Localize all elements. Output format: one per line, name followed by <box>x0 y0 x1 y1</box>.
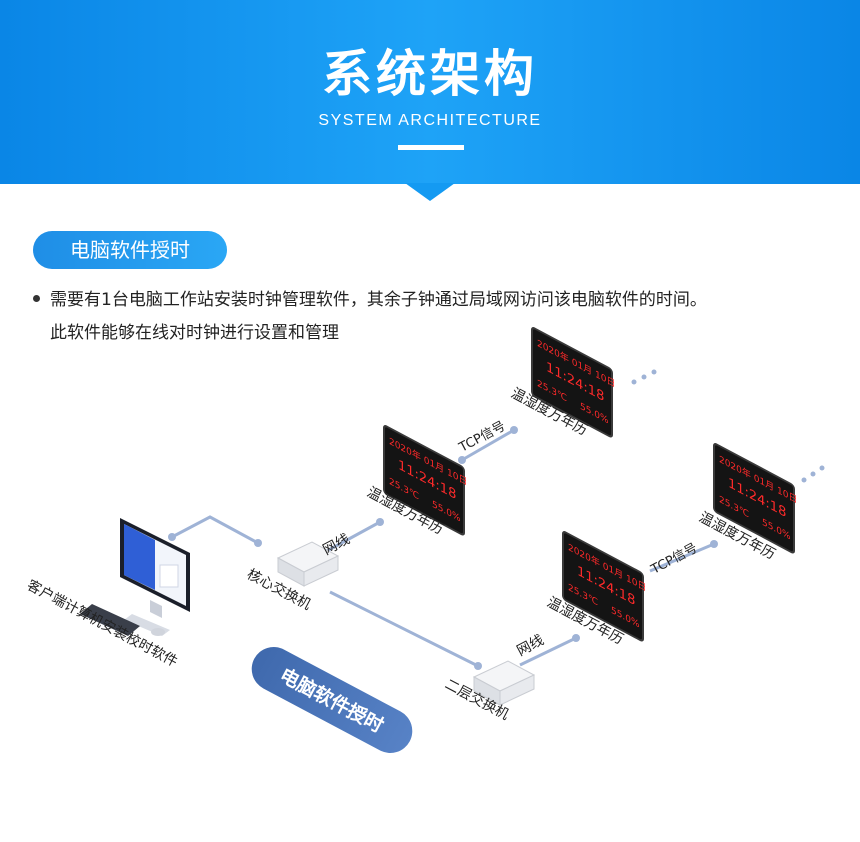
net-label-1: 网线 <box>320 531 352 558</box>
mouse-icon <box>151 628 165 636</box>
keyboard-icon <box>80 604 140 636</box>
title-underline <box>398 145 464 150</box>
connector-dot <box>710 540 718 548</box>
led-clock-4: 2020年 01月 10日 11:24:18 25.3℃ 55.0% <box>713 443 797 554</box>
switch2-to-clock3-line <box>519 636 577 667</box>
description-line-1: 需要有1台电脑工作站安装时钟管理软件，其余子钟通过局域网访问该电脑软件的时间。 <box>50 290 707 310</box>
section-description: 需要有1台电脑工作站安装时钟管理软件，其余子钟通过局域网访问该电脑软件的时间。 … <box>50 284 850 350</box>
bullet-dot <box>33 295 40 302</box>
connector-dot <box>510 426 518 434</box>
connector-dot <box>168 533 176 541</box>
connection-dots <box>168 426 718 670</box>
core-switch <box>276 541 340 587</box>
connector-dot <box>572 634 580 642</box>
client-computer <box>80 518 190 636</box>
clock3-to-clock4-line <box>649 542 715 573</box>
connector-dot <box>376 518 384 526</box>
page-title: 系统架构 <box>322 45 538 103</box>
connection-lines <box>171 428 715 668</box>
page-subtitle: SYSTEM ARCHITECTURE <box>318 112 542 129</box>
software-badge: 电脑软件授时 <box>251 647 413 753</box>
header-banner: 系统架构 SYSTEM ARCHITECTURE <box>0 0 860 184</box>
core-to-clock1-line <box>324 520 381 554</box>
section-pill: 电脑软件授时 <box>33 231 227 269</box>
connector-dot <box>254 539 262 547</box>
description-line-2: 此软件能够在线对时钟进行设置和管理 <box>50 323 339 343</box>
header-notch <box>405 183 455 201</box>
connector-dot <box>458 456 466 464</box>
tcp-label-2: TCP信号 <box>648 541 700 578</box>
clock1-to-clock2-line <box>461 428 515 462</box>
core-to-switch2-line <box>329 590 479 668</box>
second-switch <box>472 660 536 706</box>
client-to-core-line <box>171 515 259 545</box>
led-clock-2: 2020年 01月 10日 11:24:18 25.3℃ 55.0% <box>531 327 615 438</box>
connector-dot <box>474 662 482 670</box>
more-clocks-indicator <box>631 369 825 483</box>
